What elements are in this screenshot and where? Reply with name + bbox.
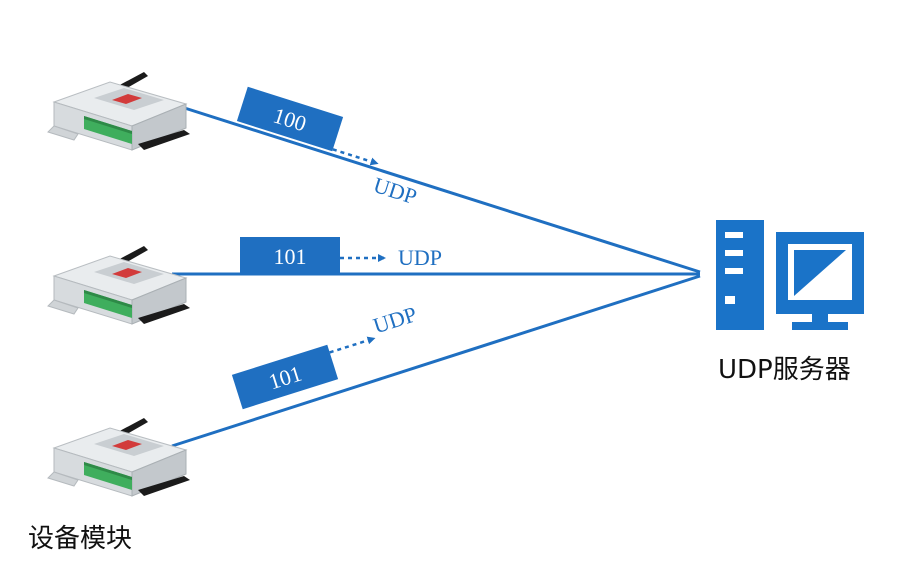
device-module-1	[47, 71, 191, 151]
server-label: UDP服务器	[718, 355, 851, 385]
packet-2-protocol: UDP	[398, 245, 442, 270]
packet-3: 101 UDP	[231, 301, 420, 410]
link-line-3	[171, 274, 701, 448]
packet-2-value: 101	[274, 244, 307, 269]
device-module-2	[47, 245, 191, 325]
packet-2: 101 UDP	[240, 237, 442, 274]
packet-1-protocol: UDP	[371, 172, 421, 209]
devices-label: 设备模块	[28, 524, 132, 554]
device-module-3	[47, 417, 191, 497]
packet-3-protocol: UDP	[370, 301, 419, 338]
server-computer-icon	[716, 220, 864, 330]
link-line-1	[171, 102, 701, 274]
packet-1: 100 UDP	[236, 86, 421, 209]
